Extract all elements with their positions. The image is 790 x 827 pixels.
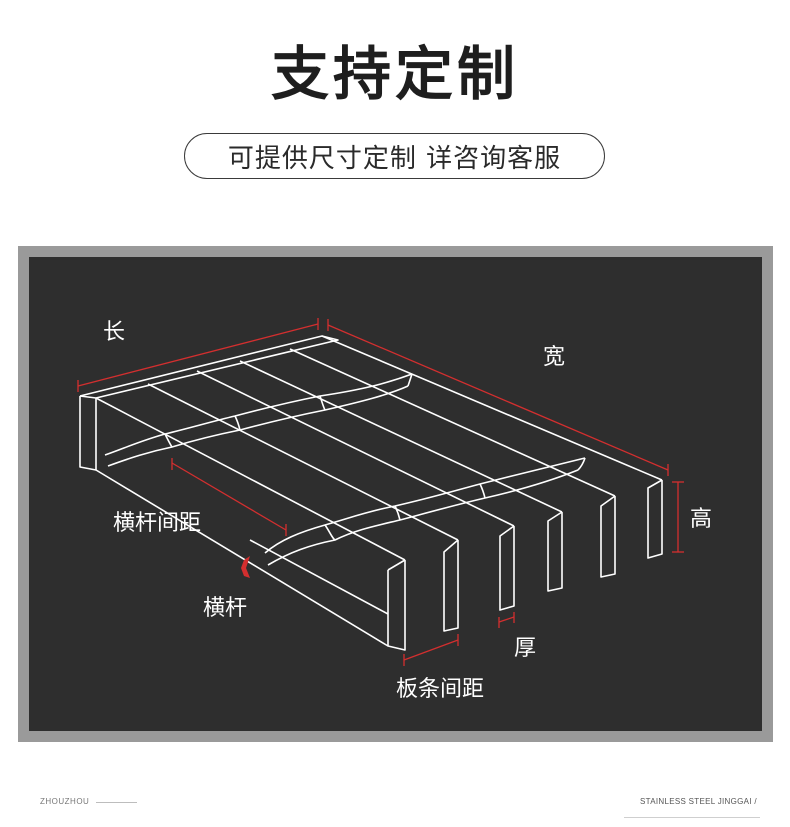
customization-note: 可提供尺寸定制 详咨询客服 (184, 133, 605, 179)
bearing-bar-line (289, 348, 616, 497)
length-label: 长 (103, 320, 126, 345)
bearing-bar-end (600, 495, 616, 578)
bearing-bar-end (387, 560, 406, 651)
grating-top-edge-inner (79, 335, 339, 399)
bearing-bar-end (647, 479, 663, 559)
bearing-bar-end (443, 539, 459, 632)
grating-side-hidden (249, 539, 389, 615)
crossbar-twisted-back (104, 373, 413, 456)
bearing-bar-end (547, 511, 563, 592)
crossbar-twisted-back (107, 385, 409, 467)
crossbar-twist (234, 415, 241, 431)
thickness-line (498, 616, 515, 623)
crossbar-twisted-front (264, 457, 586, 554)
bearing-bar-end (499, 525, 515, 611)
crossbar-twist (324, 524, 336, 541)
bearing-bar-line (239, 360, 563, 513)
grating-left-face (79, 396, 97, 471)
crossbar-twist (407, 373, 413, 387)
footer-divider (96, 802, 137, 803)
diagram-panel (29, 257, 762, 731)
crossbar-twisted-front (267, 469, 579, 566)
grating-top-edge (79, 335, 663, 481)
crossbar-twist (479, 483, 486, 499)
crossbar-twist (577, 457, 586, 471)
length-dimension-line (77, 323, 319, 387)
bearing-bar-end (387, 559, 406, 571)
grating-bottom-edge (95, 469, 389, 647)
crossbar-twist (319, 395, 326, 411)
bar-spacing-line (403, 639, 459, 661)
height-label: 高 (690, 507, 713, 532)
footer-divider (624, 817, 760, 818)
crossbar-pointer-icon (241, 556, 250, 578)
bearing-bar-line (196, 370, 515, 527)
width-dimension-line (327, 324, 669, 471)
footer-tagline: STAINLESS STEEL JINGGAI / (640, 797, 757, 806)
crossbar-spacing-line (171, 462, 287, 531)
width-label: 宽 (543, 345, 566, 370)
crossbar-twist (394, 505, 401, 521)
crossbar-spacing-label: 横杆间距 (113, 511, 202, 536)
bar-spacing-label: 板条间距 (396, 677, 485, 702)
crossbar-twist (164, 433, 173, 448)
crossbar-label: 横杆 (203, 596, 248, 621)
bearing-bar-line (147, 383, 459, 541)
page-title: 支持定制 (270, 40, 519, 108)
thickness-label: 厚 (514, 636, 537, 661)
footer-brand: ZHOUZHOU (40, 797, 90, 806)
